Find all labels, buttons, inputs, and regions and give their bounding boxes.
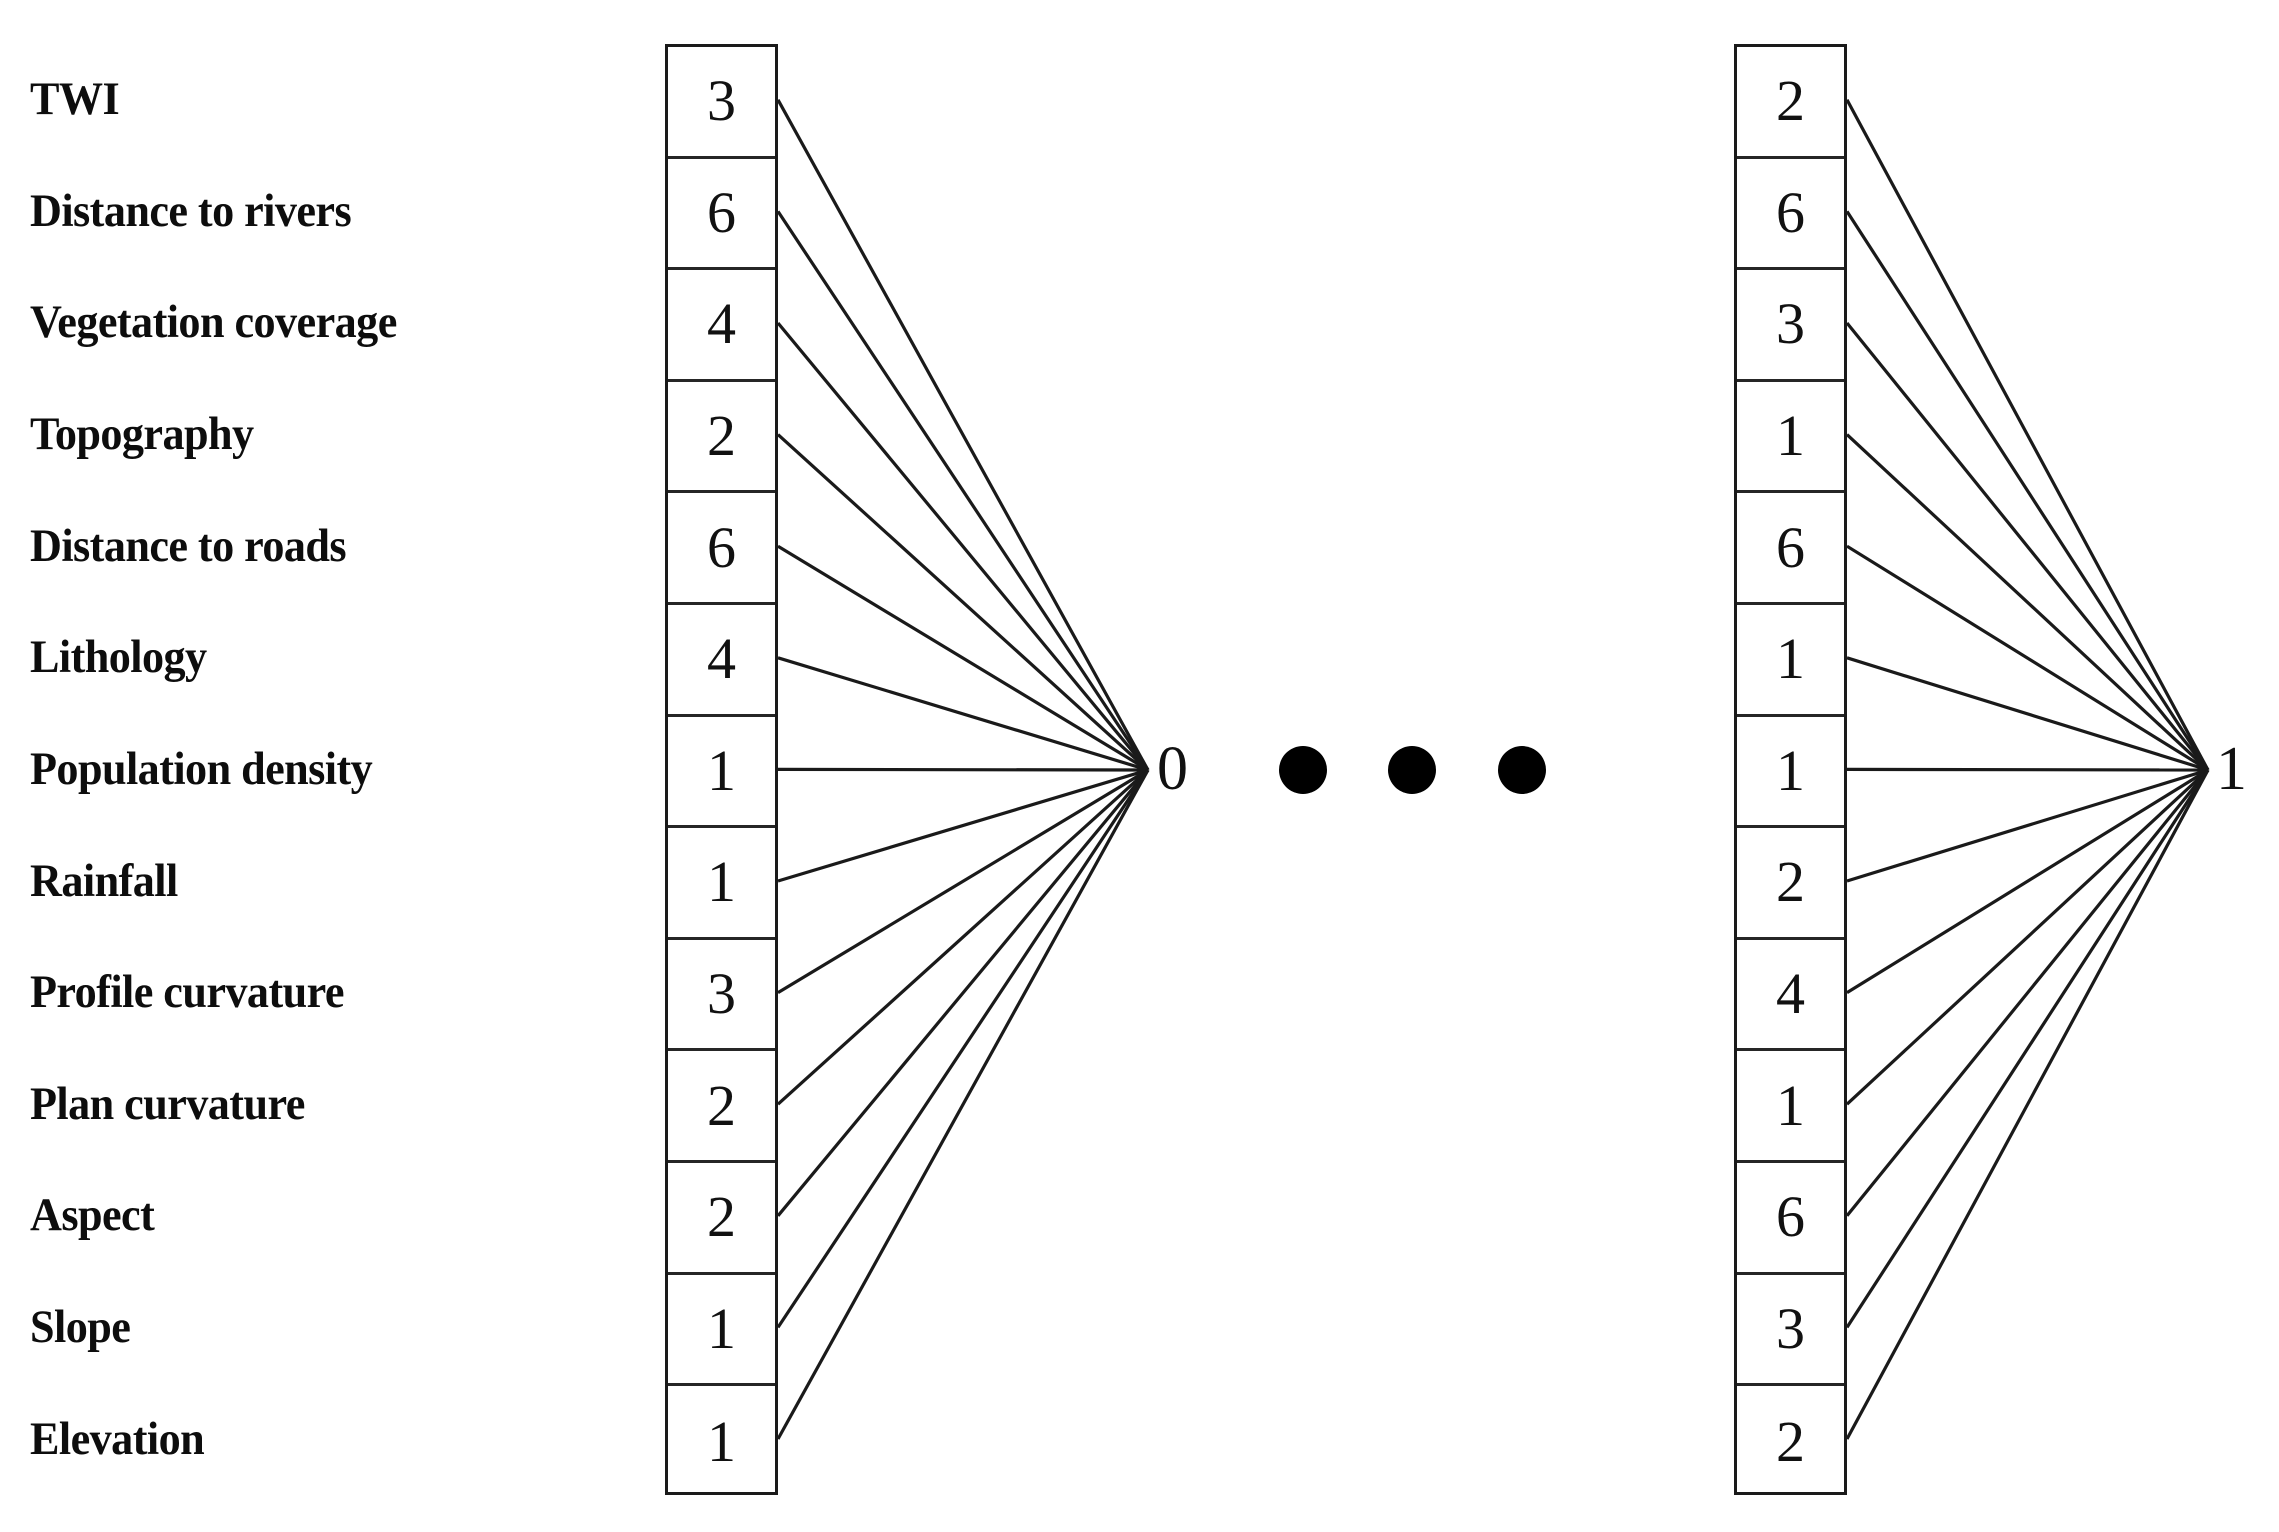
table-row: 3 [668,940,775,1052]
ellipsis-dot-icon [1388,746,1436,794]
connection-line [1846,768,2209,883]
connection-line [777,544,1149,772]
connection-line [1845,769,2210,1440]
table-row: 2 [1737,828,1844,940]
connection-line [1845,210,2210,771]
ellipsis-dot-icon [1498,746,1546,794]
output-node-label-0: 0 [1157,735,1188,803]
connection-line [777,768,1149,883]
sample-1-value-table: 2 6 3 1 6 1 1 2 4 1 6 3 2 [1734,44,1847,1495]
connection-line [1845,769,2210,1329]
table-row: 1 [707,1408,736,1474]
connection-line [1846,544,2209,772]
table-row: 1 [1737,1051,1844,1163]
connection-line [777,656,1149,772]
table-row: 6 [1737,159,1844,271]
table-row: 4 [668,270,775,382]
sample-0-value-table: 3 6 4 2 6 4 1 1 3 2 2 1 1 [665,44,778,1495]
table-row: 1 [668,1275,775,1387]
ellipsis-dot-icon [1279,746,1327,794]
feature-label-elevation: Elevation [30,1412,205,1465]
table-row: 2 [668,382,775,494]
table-row: 2 [668,1163,775,1275]
table-row: 6 [1737,1163,1844,1275]
connection-line [776,321,1150,772]
table-row: 1 [1737,717,1844,829]
table-row: 4 [668,605,775,717]
connection-line [1845,99,2210,771]
connection-line [1845,768,2210,1106]
feature-label-plan-curvature: Plan curvature [30,1077,305,1130]
table-row: 3 [668,47,775,159]
feature-label-vegetation-coverage: Vegetation coverage [30,296,397,349]
feature-label-distance-to-roads: Distance to roads [30,519,347,572]
feature-label-population-density: Population density [30,742,373,795]
feature-label-profile-curvature: Profile curvature [30,966,344,1019]
connection-line [1846,656,2209,772]
feature-label-aspect: Aspect [30,1189,155,1242]
feature-label-rainfall: Rainfall [30,854,178,907]
table-row: 4 [1737,940,1844,1052]
table-row: 1 [668,828,775,940]
table-row: 1 [1737,605,1844,717]
connection-line [777,768,1149,994]
connection-line [1846,768,2209,994]
feature-label-twi: TWI [30,73,120,126]
connection-line [1846,767,2209,772]
feature-label-lithology: Lithology [30,631,207,684]
connection-line [776,769,1150,1329]
table-row: 2 [668,1051,775,1163]
output-node-label-1: 1 [2216,735,2247,803]
table-row: 3 [1737,270,1844,382]
connection-line [776,433,1150,772]
connection-line [776,210,1150,771]
feature-label-slope: Slope [30,1301,131,1354]
feature-label-topography: Topography [30,408,254,461]
table-row: 6 [668,159,775,271]
table-row: 2 [1776,1408,1805,1474]
table-row: 6 [1737,493,1844,605]
connection-line [776,99,1150,771]
table-row: 6 [668,493,775,605]
connection-line [776,768,1150,1217]
table-row: 3 [1737,1275,1844,1387]
connection-line [1845,433,2210,772]
feature-label-column: TWI Distance to rivers Vegetation covera… [0,44,640,1495]
feature-label-distance-to-rivers: Distance to rivers [30,184,352,237]
connection-line [1845,768,2210,1217]
table-row: 2 [1737,47,1844,159]
table-row: 1 [668,717,775,829]
connection-line [776,769,1150,1440]
connection-line [1845,321,2210,772]
connection-line [776,768,1150,1106]
table-row: 1 [1737,382,1844,494]
connection-line [777,767,1149,772]
